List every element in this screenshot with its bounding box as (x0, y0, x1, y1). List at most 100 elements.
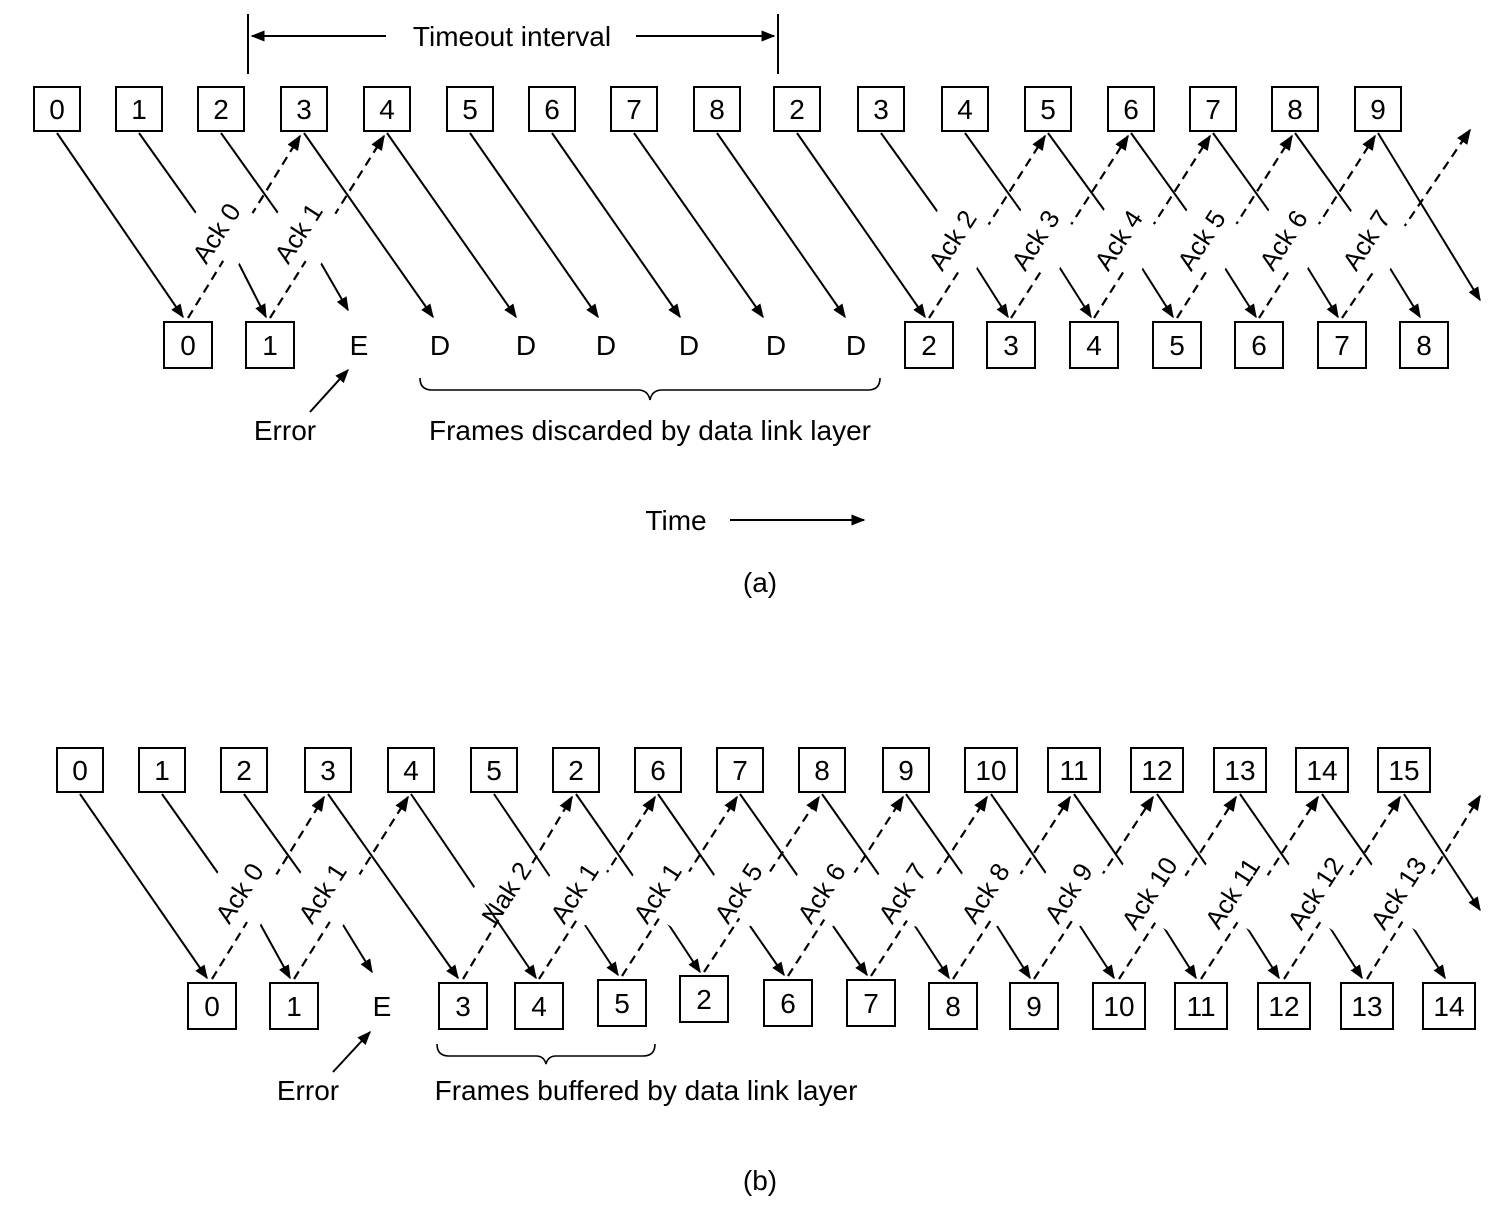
data-arrows-a (56, 132, 1481, 319)
ack-label-bg (1354, 843, 1450, 933)
receiver-frame: 6 (763, 979, 813, 1027)
sender-frame: 8 (693, 86, 741, 132)
frame-arrow (996, 925, 1031, 980)
frame-arrow (1294, 132, 1357, 219)
svg-text:7: 7 (863, 988, 879, 1019)
svg-text:4: 4 (403, 755, 419, 786)
sender-frame: 3 (857, 86, 905, 132)
brace-label: Frames discarded by data link layer (429, 415, 871, 446)
receiver-frame: 2 (679, 975, 729, 1023)
svg-text:5: 5 (1169, 330, 1185, 361)
receiver-frame: 9 (1009, 982, 1059, 1030)
svg-text:2: 2 (236, 755, 252, 786)
sender-frame: 2 (220, 747, 268, 793)
sender-frame: 6 (1107, 86, 1155, 132)
frame-arrow (1245, 925, 1280, 980)
svg-text:0: 0 (72, 755, 88, 786)
svg-text:2: 2 (789, 94, 805, 125)
receiver-frame: 2 (904, 321, 954, 369)
sender-frame: 12 (1130, 747, 1184, 793)
caption-a: (a) (743, 567, 777, 598)
frame-arrow (327, 793, 459, 980)
svg-text:5: 5 (614, 988, 630, 1019)
frame-arrow (1079, 925, 1115, 980)
svg-text:2: 2 (696, 984, 712, 1015)
svg-text:1: 1 (286, 991, 302, 1022)
discarded-frame-marker: D (516, 330, 536, 361)
frame-arrow (1222, 264, 1257, 319)
receiver-frame: 3 (438, 982, 488, 1030)
error-label: Error (277, 1075, 339, 1106)
frame-arrow (716, 132, 846, 319)
frame-arrow (666, 921, 701, 974)
frame-arrow (832, 925, 868, 977)
svg-text:1: 1 (262, 330, 278, 361)
sender-frame: 10 (964, 747, 1018, 793)
svg-text:4: 4 (531, 991, 547, 1022)
frame-arrow (138, 132, 197, 214)
sender-frame: 7 (1189, 86, 1237, 132)
frame-arrow (575, 793, 637, 881)
sender-frame: 7 (610, 86, 658, 132)
frame-arrow (1057, 264, 1092, 319)
ack-label-bg (784, 847, 870, 929)
frame-arrow (1047, 132, 1111, 219)
ack-label-bg (1031, 847, 1117, 929)
receiver-frame: 4 (514, 982, 564, 1030)
error-frame-marker: E (350, 330, 369, 361)
sender-frame: 2 (552, 747, 600, 793)
receiver-frame: 7 (1317, 321, 1367, 369)
sender-frame: 15 (1377, 747, 1431, 793)
frame-arrow (551, 132, 681, 319)
frame-arrow (317, 257, 349, 312)
ack-label-bg (620, 847, 706, 929)
frame-arrow (914, 925, 950, 980)
sender-frame: 4 (363, 86, 411, 132)
receiver-frame: 8 (928, 982, 978, 1030)
receiver-row-a: 0 1 E D D D D D D 2 3 4 5 6 7 8 (163, 321, 1449, 369)
sender-frame: 5 (446, 86, 494, 132)
svg-text:6: 6 (1251, 330, 1267, 361)
frame-arrow (749, 925, 785, 977)
frame-arrow (469, 132, 599, 319)
svg-text:3: 3 (873, 94, 889, 125)
svg-text:1: 1 (154, 755, 170, 786)
frame-arrow (56, 132, 184, 319)
receiver-frame: 5 (597, 979, 647, 1027)
svg-text:3: 3 (320, 755, 336, 786)
frame-arrow (974, 264, 1009, 319)
frame-arrow (339, 919, 373, 974)
ack-label-bg (263, 187, 349, 269)
svg-text:6: 6 (1123, 94, 1139, 125)
svg-text:0: 0 (204, 991, 220, 1022)
ack-label-bg (1164, 197, 1250, 279)
error-pointer-arrow (332, 1030, 371, 1073)
frame-arrow (220, 132, 279, 214)
ack-label-bg (203, 847, 289, 929)
ack-label-bg (1329, 197, 1415, 279)
frame-arrow (493, 793, 556, 885)
sender-frame: 1 (115, 86, 163, 132)
svg-text:0: 0 (49, 94, 65, 125)
frame-arrow (821, 793, 885, 883)
discarded-frame-marker: D (679, 330, 699, 361)
svg-text:8: 8 (945, 991, 961, 1022)
svg-text:11: 11 (1059, 755, 1088, 786)
ack-arrow (1341, 128, 1471, 319)
ack-label-bg (998, 197, 1084, 279)
timeout-label: Timeout interval (413, 21, 611, 52)
sender-frame: 13 (1213, 747, 1267, 793)
frame-arrow (1130, 132, 1193, 219)
receiver-frame: 4 (1069, 321, 1119, 369)
frame-arrow (584, 924, 619, 977)
ack-label-bg (1081, 197, 1167, 279)
receiver-frame: 0 (187, 982, 237, 1030)
sender-frame: 4 (941, 86, 989, 132)
ack-arrows-b (211, 794, 1481, 980)
frame-arrow (657, 793, 720, 883)
sender-frame: 11 (1047, 747, 1101, 793)
svg-text:12: 12 (1268, 991, 1299, 1022)
svg-text:14: 14 (1433, 991, 1464, 1022)
frame-arrow (1139, 264, 1174, 319)
svg-text:0: 0 (180, 330, 196, 361)
